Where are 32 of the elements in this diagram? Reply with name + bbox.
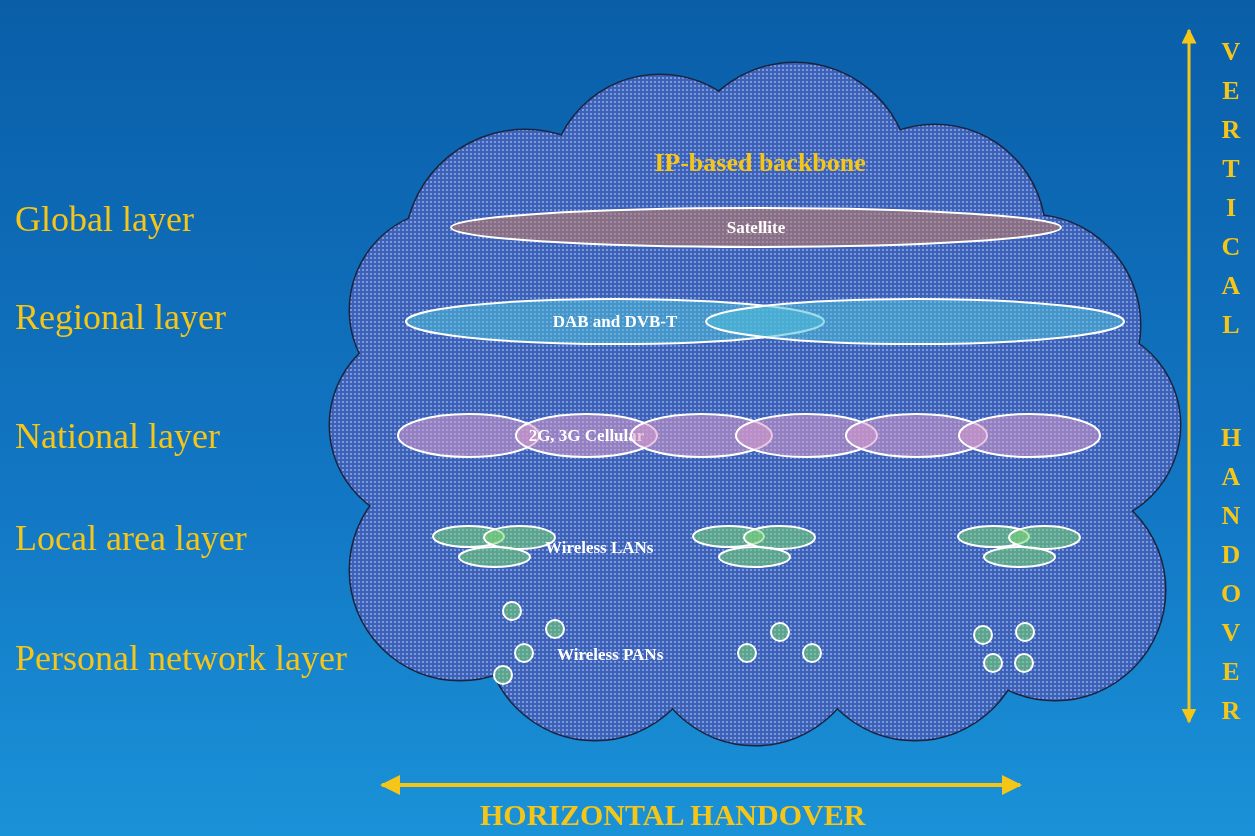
layer-label: Local area layer — [15, 517, 247, 559]
axis-label: VERTICAL — [1220, 36, 1242, 341]
coverage-circle — [1015, 622, 1035, 642]
axis-label: HANDOVER — [1219, 422, 1243, 727]
coverage-circle — [545, 619, 565, 639]
coverage-circle — [802, 643, 822, 663]
coverage-circle — [973, 625, 993, 645]
network-label: Wireless LANs — [545, 538, 654, 558]
coverage-ellipse — [705, 298, 1125, 345]
coverage-ellipse — [983, 546, 1056, 568]
coverage-circle — [514, 643, 534, 663]
coverage-circle — [737, 643, 757, 663]
layer-label: Regional layer — [15, 296, 226, 338]
coverage-ellipse — [1008, 525, 1081, 550]
coverage-ellipse — [718, 546, 791, 568]
coverage-ellipse — [458, 546, 531, 568]
axis-label: HORIZONTAL HANDOVER — [480, 798, 866, 832]
coverage-circle — [983, 653, 1003, 673]
coverage-circle — [502, 601, 522, 621]
coverage-ellipse — [450, 207, 1062, 248]
coverage-circle — [770, 622, 790, 642]
network-label: Wireless PANs — [557, 645, 664, 665]
coverage-ellipse — [743, 525, 816, 550]
layer-label: Global layer — [15, 198, 194, 240]
coverage-circle — [493, 665, 513, 685]
layer-label: National layer — [15, 415, 220, 457]
network-label: DAB and DVB-T — [552, 311, 678, 332]
cloud-title: IP-based backbone — [653, 148, 867, 178]
coverage-circle — [1014, 653, 1034, 673]
layer-label: Personal network layer — [15, 637, 347, 679]
network-label: Satellite — [726, 217, 786, 238]
coverage-ellipse — [958, 413, 1101, 458]
